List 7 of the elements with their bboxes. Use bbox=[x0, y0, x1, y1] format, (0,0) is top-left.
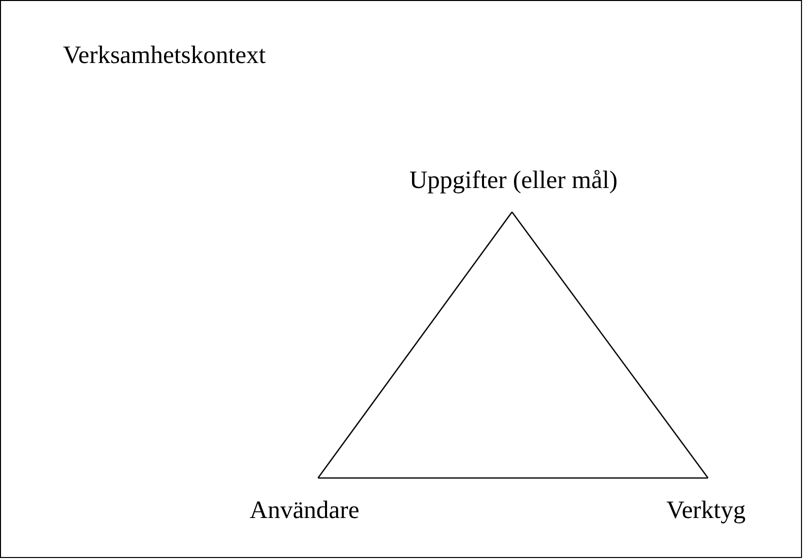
triangle-side bbox=[511, 212, 709, 478]
triangle-side bbox=[318, 477, 708, 479]
triangle-side bbox=[317, 212, 513, 478]
vertex-label: Användare bbox=[248, 496, 360, 526]
vertex-label: Uppgifter (eller mål) bbox=[408, 166, 619, 196]
vertex-label: Verktyg bbox=[665, 496, 747, 526]
frame-title: Verksamhetskontext bbox=[63, 43, 266, 68]
